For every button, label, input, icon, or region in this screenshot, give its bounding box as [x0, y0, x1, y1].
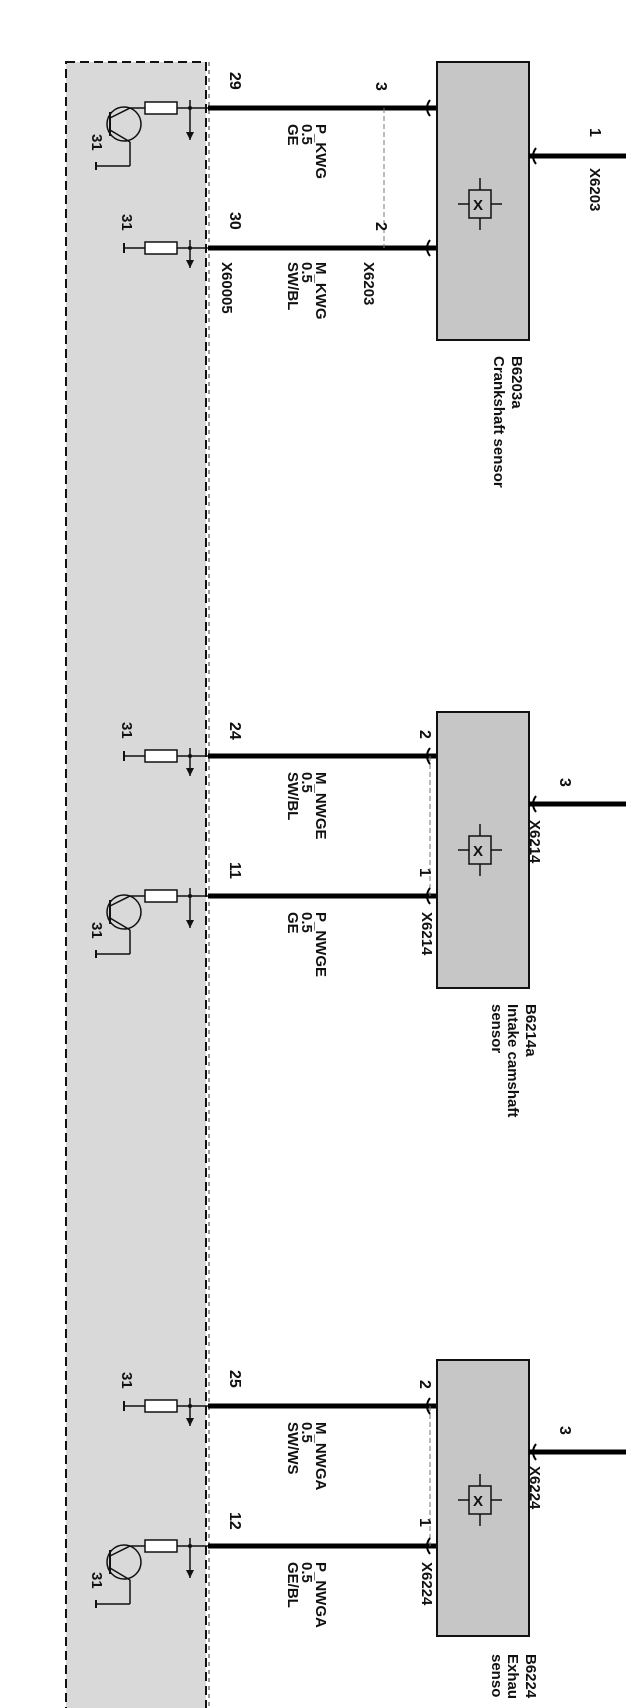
sensor-name-line1: Intake camshaft — [504, 1004, 521, 1117]
transistor-icon: 31 — [88, 894, 145, 958]
sensor-b6203a-group: X 1 X6203 3 2 X6203 B6203a Crankshaft se… — [88, 61, 626, 488]
svg-text:SW/BL: SW/BL — [284, 262, 301, 310]
svg-text:31: 31 — [88, 134, 105, 151]
svg-text:2: 2 — [416, 1380, 433, 1389]
svg-text:M_NWGE: M_NWGE — [312, 772, 329, 840]
svg-text:SW/WS: SW/WS — [284, 1422, 301, 1475]
svg-text:0.5: 0.5 — [298, 124, 315, 145]
svg-text:24: 24 — [226, 722, 243, 740]
svg-text:31: 31 — [88, 922, 105, 939]
sensor-symbol-icon: X — [458, 1474, 502, 1526]
sensor-b6214a-group: X 3 X6214 2 1 X6214 B6214a Intake camsha… — [88, 711, 626, 1117]
svg-text:0.5: 0.5 — [298, 1422, 315, 1443]
svg-text:X6224: X6224 — [418, 1562, 435, 1606]
svg-text:X6214: X6214 — [418, 912, 435, 956]
svg-text:X: X — [473, 1493, 483, 1510]
svg-text:M_KWG: M_KWG — [312, 262, 329, 320]
sensor-name-line1: Exhau — [504, 1654, 521, 1699]
resistor-icon — [144, 1538, 208, 1578]
svg-text:29: 29 — [226, 72, 243, 90]
sensor-name: Crankshaft sensor — [490, 356, 507, 488]
resistor-icon — [144, 888, 208, 928]
transistor-icon: 31 — [88, 106, 145, 170]
resistor-icon — [144, 100, 208, 140]
sensor-id: B6203a — [508, 356, 525, 409]
svg-text:25: 25 — [226, 1370, 243, 1388]
svg-text:3: 3 — [556, 1426, 573, 1435]
svg-text:30: 30 — [226, 212, 243, 230]
svg-text:2: 2 — [372, 222, 389, 231]
svg-text:2: 2 — [416, 730, 433, 739]
svg-text:31: 31 — [118, 214, 135, 231]
svg-text:11: 11 — [226, 862, 243, 879]
svg-text:P_NWGE: P_NWGE — [312, 912, 329, 977]
sensor-id: B6224 — [522, 1654, 539, 1699]
sensor-b6224-box — [436, 1359, 530, 1637]
transistor-icon: 31 — [88, 1544, 145, 1608]
ground-resistor-icon: 31 — [118, 1372, 208, 1426]
svg-text:31: 31 — [118, 1372, 135, 1389]
sensor-b6203a-box — [436, 61, 530, 341]
svg-text:X: X — [473, 843, 483, 860]
svg-text:31: 31 — [88, 1572, 105, 1589]
sensor-name-line2: sensor — [488, 1004, 505, 1053]
svg-text:3: 3 — [372, 82, 389, 91]
sensor-b6224-group: X 3 X6224 2 1 X6224 B6224 Exhau senso 25… — [88, 1359, 626, 1699]
svg-text:0.5: 0.5 — [298, 912, 315, 933]
svg-text:1: 1 — [586, 128, 603, 137]
svg-text:12: 12 — [226, 1512, 243, 1530]
ground-resistor-icon: 31 — [118, 214, 208, 268]
sensor-symbol-icon: X — [458, 178, 502, 230]
ecu-block: X60005 — [65, 61, 235, 1708]
svg-text:X6203: X6203 — [360, 262, 377, 305]
svg-text:31: 31 — [118, 722, 135, 739]
sensor-id: B6214a — [522, 1004, 539, 1057]
svg-text:X6214: X6214 — [526, 820, 543, 864]
ecu-connector-label: X60005 — [218, 262, 235, 314]
svg-text:1: 1 — [416, 868, 433, 877]
svg-text:P_NWGA: P_NWGA — [312, 1562, 329, 1628]
svg-text:1: 1 — [416, 1518, 433, 1527]
svg-text:X6203: X6203 — [586, 168, 603, 211]
svg-text:0.5: 0.5 — [298, 772, 315, 793]
svg-text:GE/BL: GE/BL — [284, 1562, 301, 1608]
sensor-symbol-icon: X — [458, 824, 502, 876]
sensor-b6214a-box — [436, 711, 530, 989]
svg-text:SW/BL: SW/BL — [284, 772, 301, 820]
svg-text:3: 3 — [556, 778, 573, 787]
svg-text:X: X — [473, 197, 483, 214]
sensor-name-line2: senso — [488, 1654, 505, 1697]
svg-text:X6224: X6224 — [526, 1466, 543, 1510]
svg-text:P_KWG: P_KWG — [312, 124, 329, 179]
ground-resistor-icon: 31 — [118, 722, 208, 776]
svg-text:M_NWGA: M_NWGA — [312, 1422, 329, 1490]
svg-text:GE: GE — [284, 124, 301, 146]
svg-text:GE: GE — [284, 912, 301, 934]
svg-text:0.5: 0.5 — [298, 1562, 315, 1583]
svg-text:0.5: 0.5 — [298, 262, 315, 283]
